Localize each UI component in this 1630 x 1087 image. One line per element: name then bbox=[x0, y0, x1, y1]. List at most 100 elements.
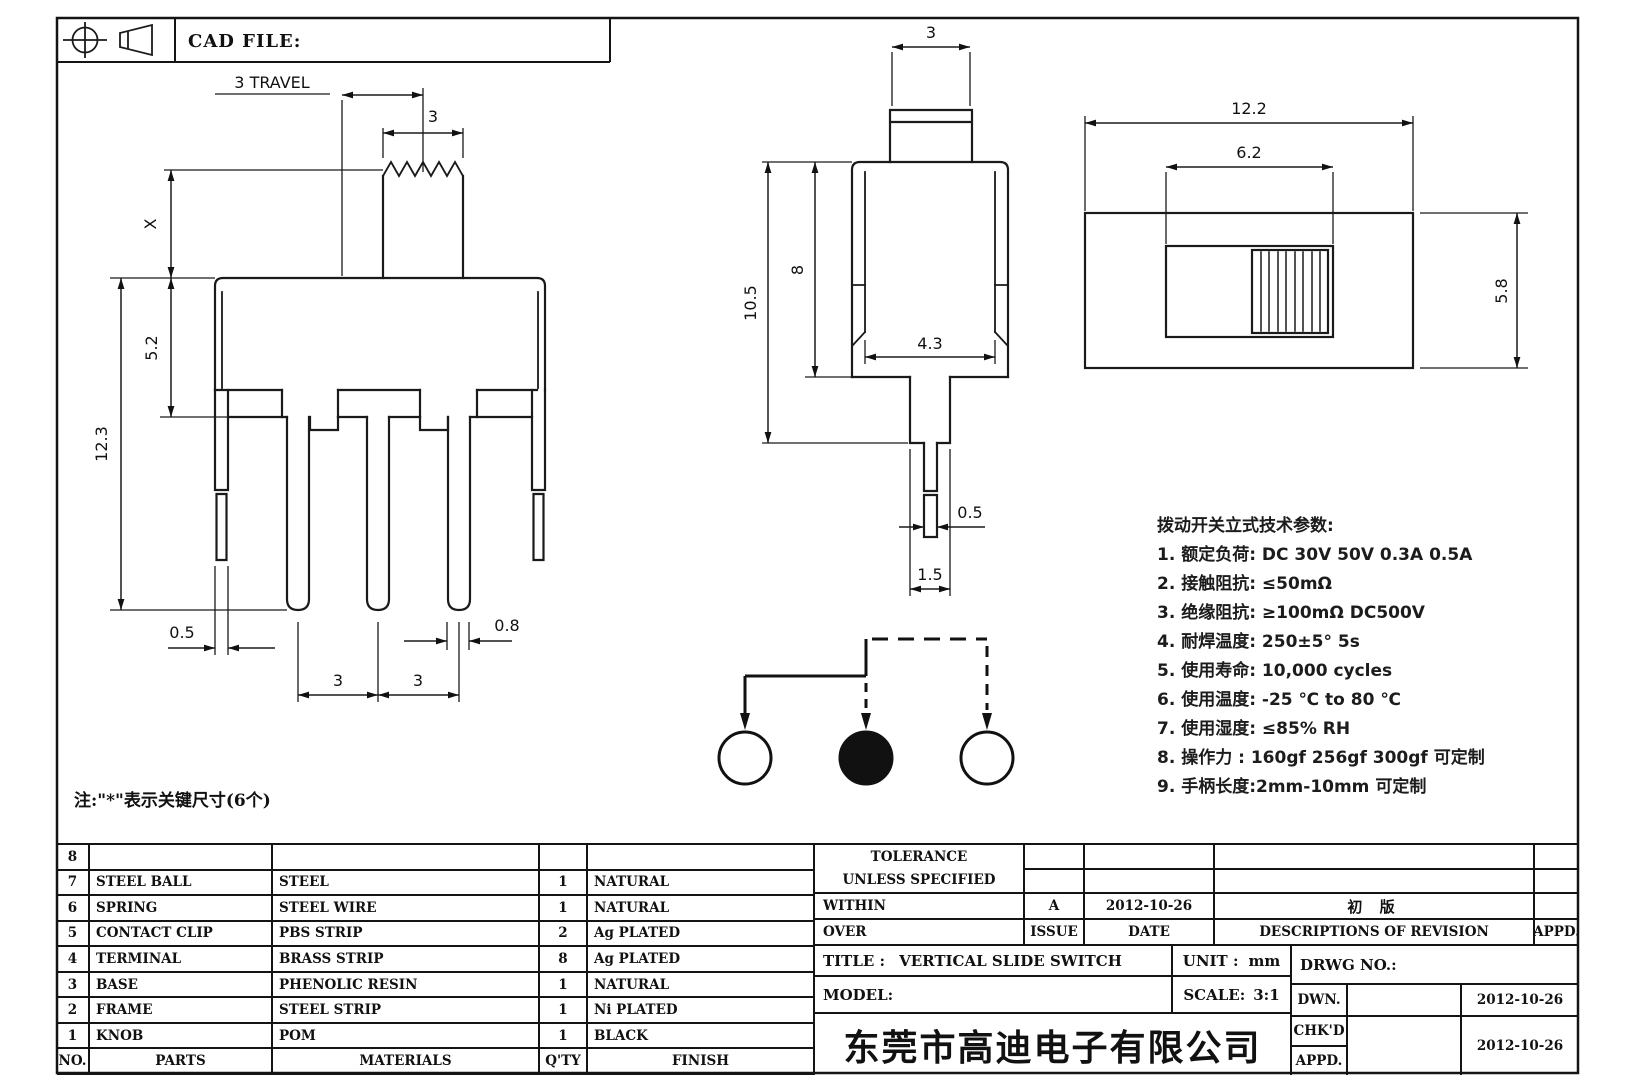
appd-label: APPD. bbox=[1292, 1047, 1348, 1075]
tech-parameter-item: 8. 操作力 : 160gf 256gf 300gf 可定制 bbox=[1157, 748, 1485, 768]
rev-empty-cell bbox=[1025, 845, 1085, 870]
unit-value: mm bbox=[1248, 951, 1281, 970]
parts-row-qty bbox=[540, 845, 588, 871]
parts-row-name: STEEL BALL bbox=[90, 870, 273, 897]
chkd-date: 2012-10-26 bbox=[1476, 1038, 1564, 1054]
terminal-circle-left bbox=[717, 730, 773, 786]
rev-empty-cell bbox=[1215, 845, 1535, 870]
parts-table: 8 7 STEEL BALL STEEL 1 NATURAL 6 SPRING … bbox=[57, 843, 815, 1075]
dwn-date: 2012-10-26 bbox=[1462, 985, 1578, 1017]
parts-row-material bbox=[273, 845, 540, 871]
model-label: MODEL: bbox=[815, 977, 1173, 1014]
terminal-circle-common bbox=[838, 730, 894, 786]
unit-label: UNIT : bbox=[1182, 951, 1239, 970]
tech-parameter-item: 2. 接触阻抗: ≤50mΩ bbox=[1157, 574, 1332, 594]
parts-row-material: STEEL WIRE bbox=[273, 896, 540, 922]
title-block: TOLERANCE UNLESS SPECIFIED WITHIN A 2012… bbox=[815, 843, 1578, 1075]
dim-body-width: 4.3 bbox=[917, 334, 942, 353]
parts-row-no: 1 bbox=[57, 1023, 90, 1050]
dim-overall-width: 12.2 bbox=[1231, 99, 1267, 118]
key-dimension-note: 注:"*"表示关键尺寸(6个) bbox=[74, 791, 271, 811]
parts-header-parts: PARTS bbox=[90, 1049, 273, 1075]
dim-leg-width: 0.5 bbox=[169, 623, 194, 642]
tech-parameter-item: 9. 手柄长度:2mm-10mm 可定制 bbox=[1157, 777, 1427, 797]
parts-row-no: 2 bbox=[57, 998, 90, 1024]
parts-row-qty: 1 bbox=[540, 1023, 588, 1050]
side-view-dimensions bbox=[762, 43, 996, 596]
parts-row-qty: 1 bbox=[540, 972, 588, 999]
parts-row-material: BRASS STRIP bbox=[273, 947, 540, 973]
parts-row-no: 5 bbox=[57, 921, 90, 948]
rev-empty-cell bbox=[1025, 870, 1085, 894]
parts-row-material: POM bbox=[273, 1023, 540, 1050]
tech-parameter-item: 7. 使用湿度: ≤85% RH bbox=[1157, 719, 1351, 739]
rev-empty-cell bbox=[1215, 870, 1535, 894]
dim-body-height: 8 bbox=[788, 265, 807, 275]
circuit-schematic bbox=[717, 637, 1015, 786]
parts-row-material: PBS STRIP bbox=[273, 921, 540, 948]
parts-row-finish: NATURAL bbox=[588, 972, 815, 999]
revision-date: 2012-10-26 bbox=[1085, 894, 1215, 920]
parts-row-finish: Ag PLATED bbox=[588, 921, 815, 948]
parts-row-name: FRAME bbox=[90, 998, 273, 1024]
dim-upper-body: 5.2 bbox=[142, 335, 161, 360]
drwg-no-label: DRWG NO.: bbox=[1292, 946, 1578, 985]
parts-header-qty: Q'TY bbox=[540, 1049, 588, 1075]
terminal-circle-right bbox=[959, 730, 1015, 786]
dim-overall-depth: 5.8 bbox=[1492, 278, 1511, 303]
dim-pin-width-front: 0.8 bbox=[494, 616, 519, 635]
knob-knurl-hatch bbox=[1260, 251, 1321, 332]
parts-row-no: 8 bbox=[57, 845, 90, 871]
cad-file-label: CAD FILE: bbox=[188, 31, 301, 52]
tolerance-line2: UNLESS SPECIFIED bbox=[842, 871, 996, 888]
parts-row-name: CONTACT CLIP bbox=[90, 921, 273, 948]
dim-handle-length: X bbox=[141, 218, 160, 229]
parts-row-name: TERMINAL bbox=[90, 947, 273, 973]
parts-row-name: BASE bbox=[90, 972, 273, 999]
rev-empty-cell bbox=[1535, 870, 1578, 894]
company-name: 东莞市高迪电子有限公司 bbox=[815, 1014, 1292, 1075]
top-view-dimensions bbox=[1084, 116, 1528, 369]
tech-parameters-title: 拨动开关立式技术参数: bbox=[1157, 516, 1334, 536]
dim-overall-height-side: 10.5 bbox=[741, 285, 760, 321]
side-view-outline bbox=[850, 108, 1010, 539]
dim-slot-width: 6.2 bbox=[1236, 143, 1261, 162]
parts-row-material: STEEL STRIP bbox=[273, 998, 540, 1024]
tech-parameter-item: 5. 使用寿命: 10,000 cycles bbox=[1157, 661, 1393, 681]
parts-row-name bbox=[90, 845, 273, 871]
rev-empty-cell bbox=[1085, 845, 1215, 870]
revision-description: 初 版 bbox=[1215, 894, 1535, 920]
appd-header-label: APPD. bbox=[1535, 920, 1578, 946]
parts-row-finish: BLACK bbox=[588, 1023, 815, 1050]
parts-row-finish: NATURAL bbox=[588, 870, 815, 897]
title-label: TITLE : bbox=[823, 951, 886, 970]
parts-row-qty: 8 bbox=[540, 947, 588, 973]
parts-row-finish: Ag PLATED bbox=[588, 947, 815, 973]
parts-row-qty: 2 bbox=[540, 921, 588, 948]
tech-parameter-item: 4. 耐焊温度: 250±5° 5s bbox=[1157, 632, 1360, 652]
parts-row-material: PHENOLIC RESIN bbox=[273, 972, 540, 999]
parts-header-materials: MATERIALS bbox=[273, 1049, 540, 1075]
tech-parameters: 拨动开关立式技术参数: 1. 额定负荷: DC 30V 50V 0.3A 0.5… bbox=[1157, 512, 1597, 802]
parts-row-no: 3 bbox=[57, 972, 90, 999]
parts-row-name: SPRING bbox=[90, 896, 273, 922]
scale-cell: SCALE: 3:1 bbox=[1173, 977, 1292, 1014]
parts-row-qty: 1 bbox=[540, 998, 588, 1024]
within-label: WITHIN bbox=[815, 894, 1025, 920]
dim-pin-width-side: 0.5 bbox=[957, 503, 982, 522]
parts-row-finish bbox=[588, 845, 815, 871]
dim-overall-height-front: 12.3 bbox=[92, 426, 111, 462]
rev-empty-cell bbox=[1535, 894, 1578, 920]
over-label: OVER bbox=[815, 920, 1025, 946]
tech-parameter-item: 6. 使用温度: -25 ℃ to 80 ℃ bbox=[1157, 690, 1401, 710]
chkd-label: CHK'D bbox=[1292, 1017, 1348, 1047]
dwn-empty-cell bbox=[1348, 985, 1462, 1017]
parts-row-no: 7 bbox=[57, 870, 90, 897]
title-cell: TITLE : VERTICAL SLIDE SWITCH bbox=[815, 946, 1173, 977]
parts-row-qty: 1 bbox=[540, 896, 588, 922]
unit-cell: UNIT : mm bbox=[1173, 946, 1292, 977]
parts-row-name: KNOB bbox=[90, 1023, 273, 1050]
tech-parameter-item: 3. 绝缘阻抗: ≥100mΩ DC500V bbox=[1157, 603, 1425, 623]
